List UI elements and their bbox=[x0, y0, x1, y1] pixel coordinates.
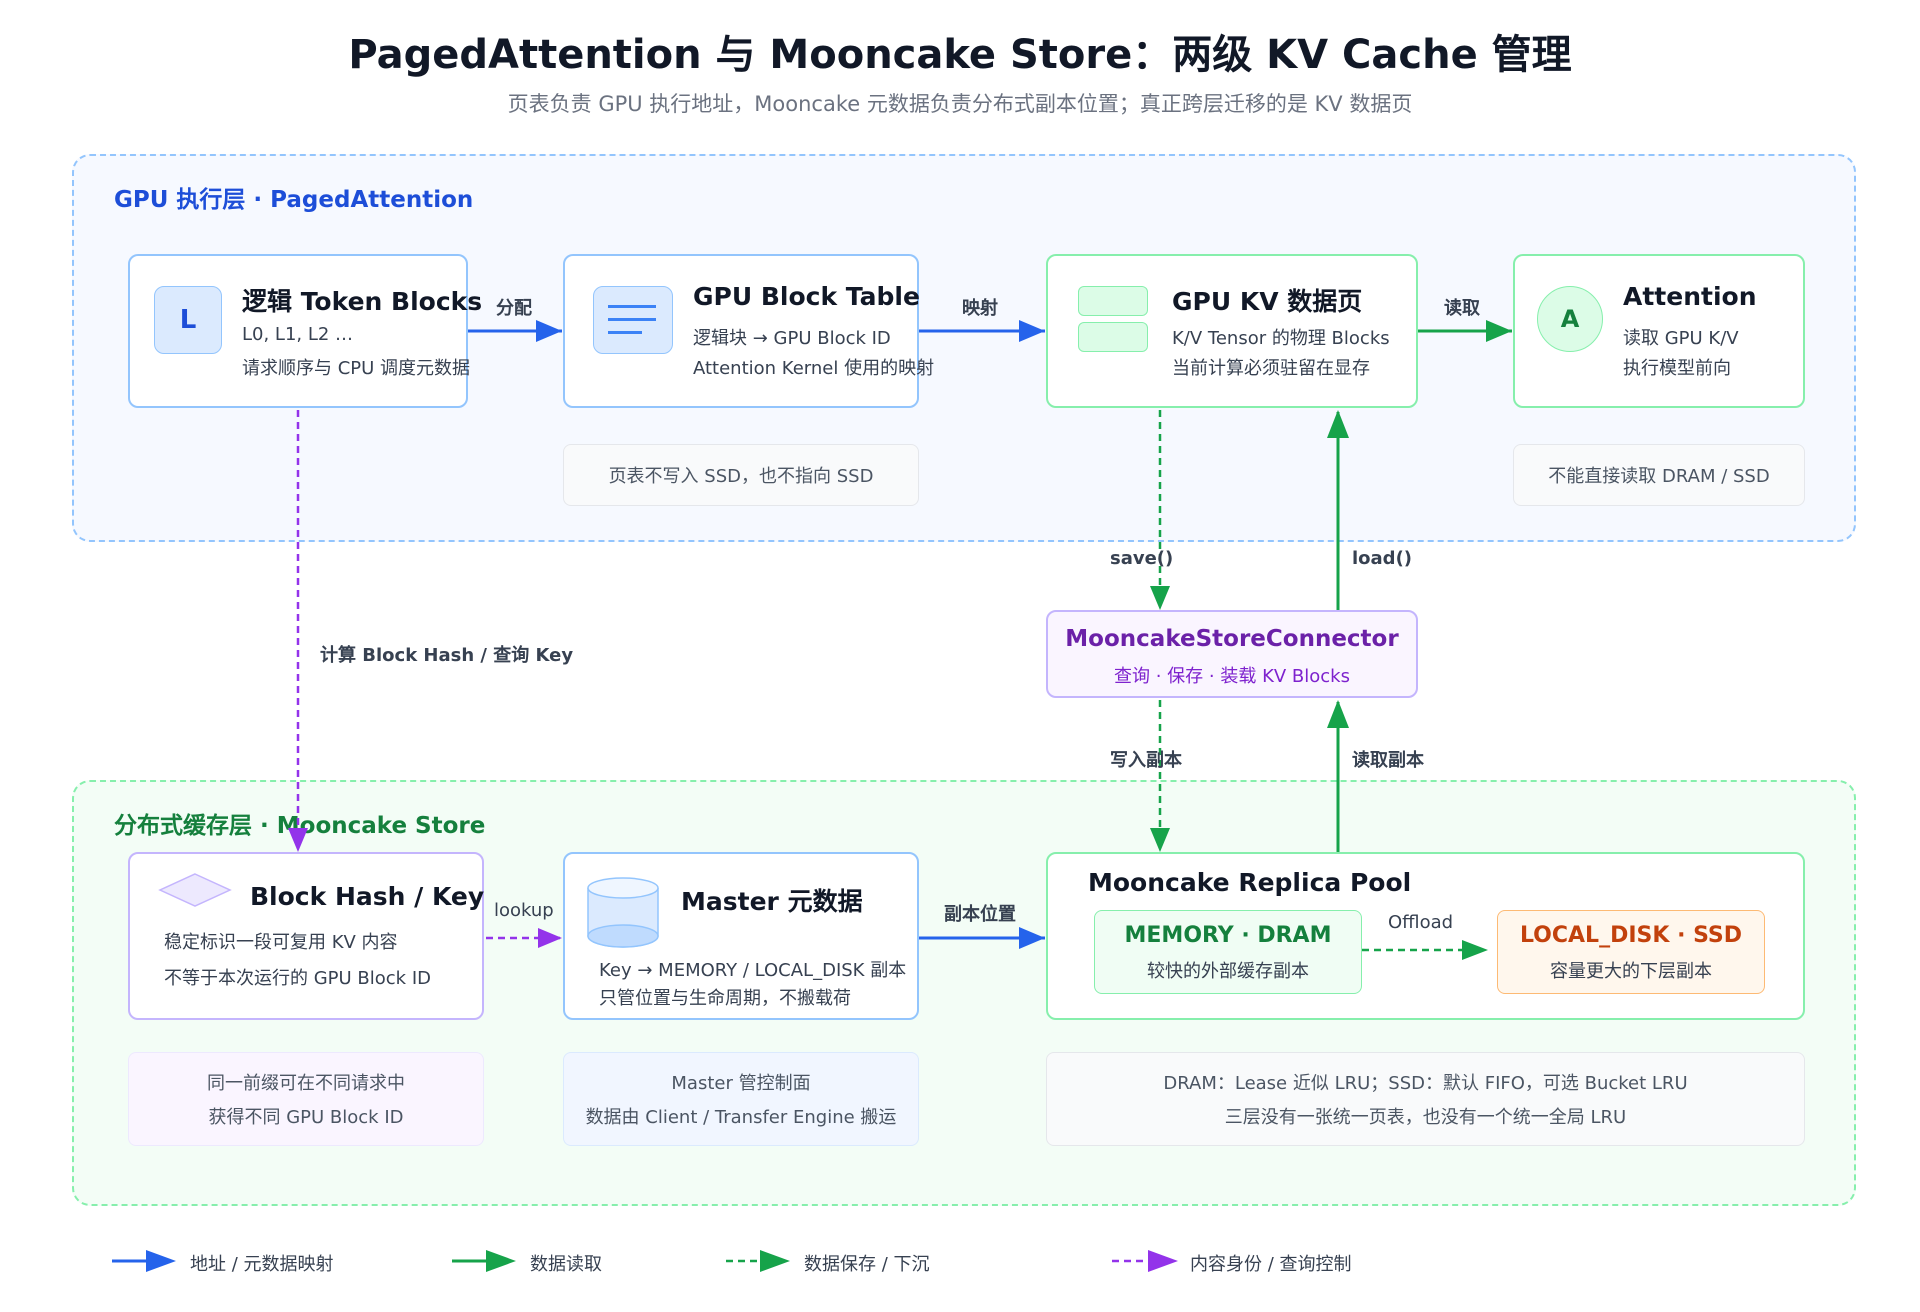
edge-label-offload: Offload bbox=[1388, 912, 1454, 933]
page-subtitle: 页表负责 GPU 执行地址，Mooncake 元数据负责分布式副本位置；真正跨层… bbox=[507, 92, 1413, 116]
edge-label-allocate: 分配 bbox=[496, 298, 532, 319]
edge-label-lookup: lookup bbox=[494, 900, 554, 921]
local-disk-ssd-tier: LOCAL_DISK · SSD 容量更大的下层副本 bbox=[1497, 910, 1765, 994]
memory-dram-tier: MEMORY · DRAM 较快的外部缓存副本 bbox=[1094, 910, 1362, 994]
page-title: PagedAttention 与 Mooncake Store：两级 KV Ca… bbox=[348, 32, 1572, 78]
memory-dram-subtitle: 较快的外部缓存副本 bbox=[1147, 961, 1309, 982]
legend-green-head bbox=[486, 1250, 516, 1272]
replica-pool-title: Mooncake Replica Pool bbox=[1088, 868, 1412, 897]
block-table-title: GPU Block Table bbox=[693, 282, 920, 311]
arrowhead-save bbox=[1150, 586, 1170, 610]
edge-label-read: 读取 bbox=[1444, 298, 1480, 319]
connector-title: MooncakeStoreConnector bbox=[1065, 626, 1399, 652]
arrowhead-replica-location bbox=[1019, 927, 1045, 949]
logical-blocks-title: 逻辑 Token Blocks bbox=[242, 287, 483, 316]
legend-blue-head bbox=[146, 1250, 176, 1272]
hash-note-line2: 获得不同 GPU Block ID bbox=[208, 1107, 404, 1128]
logical-block-icon: L bbox=[154, 286, 222, 354]
legend-address-mapping: 地址 / 元数据映射 bbox=[190, 1254, 334, 1275]
kv-pages-line1: K/V Tensor 的物理 Blocks bbox=[1172, 328, 1390, 349]
replica-pool-note: DRAM：Lease 近似 LRU；SSD：默认 FIFO，可选 Bucket … bbox=[1046, 1052, 1805, 1146]
database-icon bbox=[587, 877, 659, 948]
edge-label-save: save() bbox=[1110, 548, 1174, 569]
legend-data-save: 数据保存 / 下沉 bbox=[804, 1254, 930, 1275]
master-line1: Key → MEMORY / LOCAL_DISK 副本 bbox=[599, 960, 907, 981]
arrowhead-lookup bbox=[538, 928, 562, 948]
hash-key-title: Block Hash / Key bbox=[250, 882, 485, 911]
edge-label-write-replica: 写入副本 bbox=[1110, 750, 1182, 771]
attention-line2: 执行模型前向 bbox=[1623, 358, 1731, 379]
master-note: Master 管控制面 数据由 Client / Transfer Engine… bbox=[563, 1052, 919, 1146]
diamond-icon bbox=[158, 873, 232, 907]
arrowhead-offload bbox=[1462, 940, 1488, 960]
memory-dram-title: MEMORY · DRAM bbox=[1124, 923, 1332, 948]
kv-pages-line2: 当前计算必须驻留在显存 bbox=[1172, 358, 1370, 379]
logical-token-blocks-node: L 逻辑 Token Blocks L0, L1, L2 … 请求顺序与 CPU… bbox=[128, 254, 482, 408]
arrowhead-allocate bbox=[536, 320, 562, 342]
connector-subtitle: 查询 · 保存 · 装载 KV Blocks bbox=[1114, 666, 1350, 687]
edge-label-map: 映射 bbox=[962, 298, 998, 319]
table-lines-icon bbox=[593, 286, 673, 354]
legend-purple-dash-head bbox=[1148, 1250, 1178, 1272]
block-table-line2: Attention Kernel 使用的映射 bbox=[693, 358, 935, 379]
arrowhead-write-replica bbox=[1150, 828, 1170, 852]
legend-green-dash-head bbox=[760, 1250, 790, 1272]
gpu-kv-pages-node: GPU KV 数据页 K/V Tensor 的物理 Blocks 当前计算必须驻… bbox=[1046, 254, 1418, 408]
hash-note-line1: 同一前缀可在不同请求中 bbox=[207, 1073, 405, 1094]
mooncake-store-connector-node: MooncakeStoreConnector 查询 · 保存 · 装载 KV B… bbox=[1046, 610, 1418, 698]
kv-pages-title: GPU KV 数据页 bbox=[1172, 287, 1363, 316]
replica-pool-node: Mooncake Replica Pool MEMORY · DRAM 较快的外… bbox=[1046, 852, 1805, 1020]
edge-label-replica-location: 副本位置 bbox=[944, 904, 1016, 925]
legend-data-read: 数据读取 bbox=[530, 1254, 602, 1275]
arrowhead-read bbox=[1486, 320, 1512, 342]
arrowhead-load bbox=[1327, 410, 1349, 438]
attention-title: Attention bbox=[1623, 282, 1757, 311]
local-disk-title: LOCAL_DISK · SSD bbox=[1519, 923, 1743, 948]
attention-line1: 读取 GPU K/V bbox=[1623, 328, 1739, 349]
master-note-line1: Master 管控制面 bbox=[671, 1073, 811, 1094]
hash-key-note: 同一前缀可在不同请求中 获得不同 GPU Block ID bbox=[128, 1052, 484, 1146]
master-title: Master 元数据 bbox=[681, 887, 863, 916]
arrowhead-map bbox=[1019, 320, 1045, 342]
block-table-note: 页表不写入 SSD，也不指向 SSD bbox=[563, 444, 919, 506]
logical-blocks-line1: L0, L1, L2 … bbox=[242, 324, 354, 345]
local-disk-subtitle: 容量更大的下层副本 bbox=[1550, 961, 1712, 982]
kv-page-icon-top bbox=[1078, 286, 1148, 316]
gpu-block-table-node: GPU Block Table 逻辑块 → GPU Block ID Atten… bbox=[563, 254, 934, 408]
pool-note-line2: 三层没有一张统一页表，也没有一个统一全局 LRU bbox=[1224, 1107, 1627, 1128]
pool-note-line1: DRAM：Lease 近似 LRU；SSD：默认 FIFO，可选 Bucket … bbox=[1163, 1073, 1688, 1094]
master-metadata-node: Master 元数据 Key → MEMORY / LOCAL_DISK 副本 … bbox=[563, 852, 919, 1020]
attention-node: A Attention 读取 GPU K/V 执行模型前向 bbox=[1513, 254, 1805, 408]
attention-note-text: 不能直接读取 DRAM / SSD bbox=[1548, 466, 1770, 487]
block-table-note-text: 页表不写入 SSD，也不指向 SSD bbox=[608, 466, 874, 487]
attention-icon: A bbox=[1537, 286, 1603, 352]
edge-label-load: load() bbox=[1352, 548, 1413, 569]
block-hash-key-node: Block Hash / Key 稳定标识一段可复用 KV 内容 不等于本次运行… bbox=[128, 852, 484, 1020]
kv-page-icon-bottom bbox=[1078, 322, 1148, 352]
master-note-line2: 数据由 Client / Transfer Engine 搬运 bbox=[585, 1107, 897, 1128]
edge-label-hash-query: 计算 Block Hash / 查询 Key bbox=[320, 645, 574, 666]
hash-key-line2: 不等于本次运行的 GPU Block ID bbox=[164, 968, 431, 989]
attention-note: 不能直接读取 DRAM / SSD bbox=[1513, 444, 1805, 506]
master-line2: 只管位置与生命周期，不搬载荷 bbox=[599, 988, 851, 1009]
block-table-line1: 逻辑块 → GPU Block ID bbox=[693, 328, 891, 349]
gpu-layer-title: GPU 执行层 · PagedAttention bbox=[114, 187, 474, 213]
edge-label-read-replica: 读取副本 bbox=[1352, 750, 1424, 771]
hash-key-line1: 稳定标识一段可复用 KV 内容 bbox=[164, 932, 398, 953]
logical-blocks-line2: 请求顺序与 CPU 调度元数据 bbox=[242, 358, 471, 379]
arrowhead-read-replica bbox=[1327, 700, 1349, 728]
legend-content-query: 内容身份 / 查询控制 bbox=[1190, 1254, 1352, 1275]
arrowhead-hash-query bbox=[288, 828, 308, 852]
